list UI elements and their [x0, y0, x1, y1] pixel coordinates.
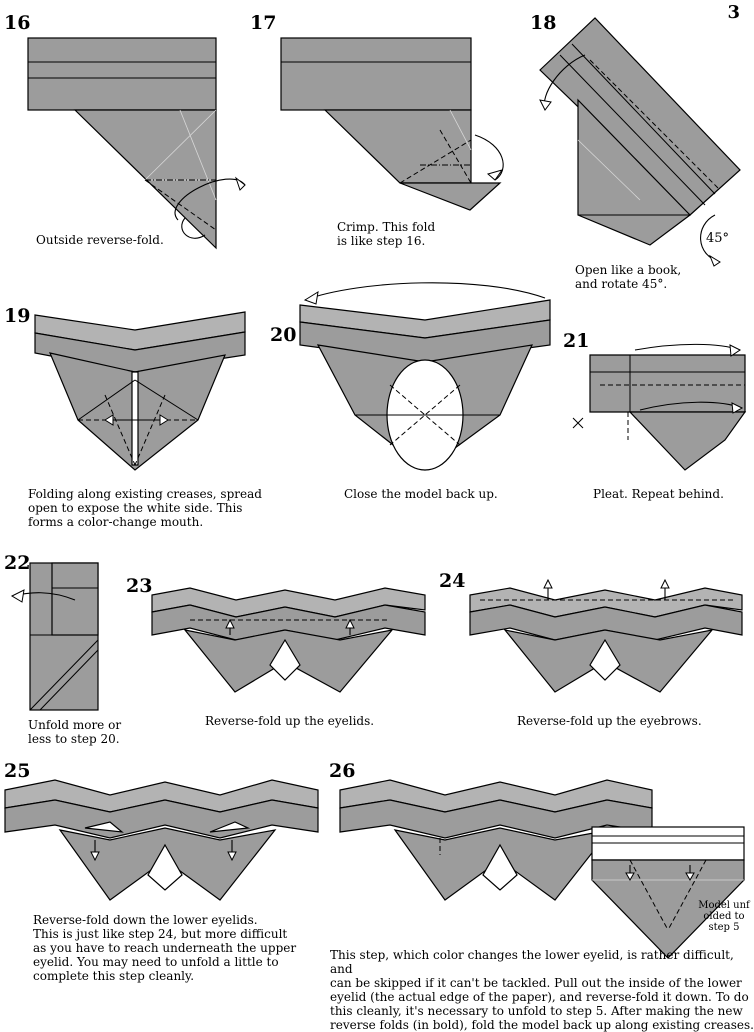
- rotation-label: 45°: [706, 231, 730, 246]
- step-24-number: 24: [439, 570, 466, 592]
- step-20-number: 20: [270, 324, 297, 346]
- step-22-caption: Unfold more or less to step 20.: [28, 718, 122, 746]
- step-18-number: 18: [530, 12, 557, 34]
- step-21-caption: Pleat. Repeat behind.: [593, 487, 724, 501]
- step-21-number: 21: [563, 330, 590, 352]
- inset-note: Model unf olded to step 5: [698, 900, 750, 933]
- step-23-caption: Reverse-fold up the eyelids.: [205, 714, 375, 728]
- step-26-number: 26: [329, 760, 356, 782]
- step-20-caption: Close the model back up.: [344, 487, 498, 501]
- step-17-number: 17: [250, 12, 277, 34]
- page-number: 3: [727, 2, 740, 23]
- step-17-caption: Crimp. This fold is like step 16.: [337, 220, 436, 248]
- step-25-caption: Reverse-fold down the lower eyelids. Thi…: [33, 913, 297, 983]
- step-25-number: 25: [4, 760, 31, 782]
- step-16-number: 16: [4, 12, 31, 34]
- step-18-caption: Open like a book, and rotate 45°.: [575, 263, 682, 291]
- step-26-caption: This step, which color changes the lower…: [330, 948, 754, 1032]
- step-23-number: 23: [126, 575, 153, 597]
- step-16-caption: Outside reverse-fold.: [36, 233, 164, 247]
- step-22-number: 22: [4, 552, 31, 574]
- step-24-caption: Reverse-fold up the eyebrows.: [517, 714, 702, 728]
- step-19-number: 19: [4, 305, 31, 327]
- step-19-caption: Folding along existing creases, spread o…: [28, 487, 262, 529]
